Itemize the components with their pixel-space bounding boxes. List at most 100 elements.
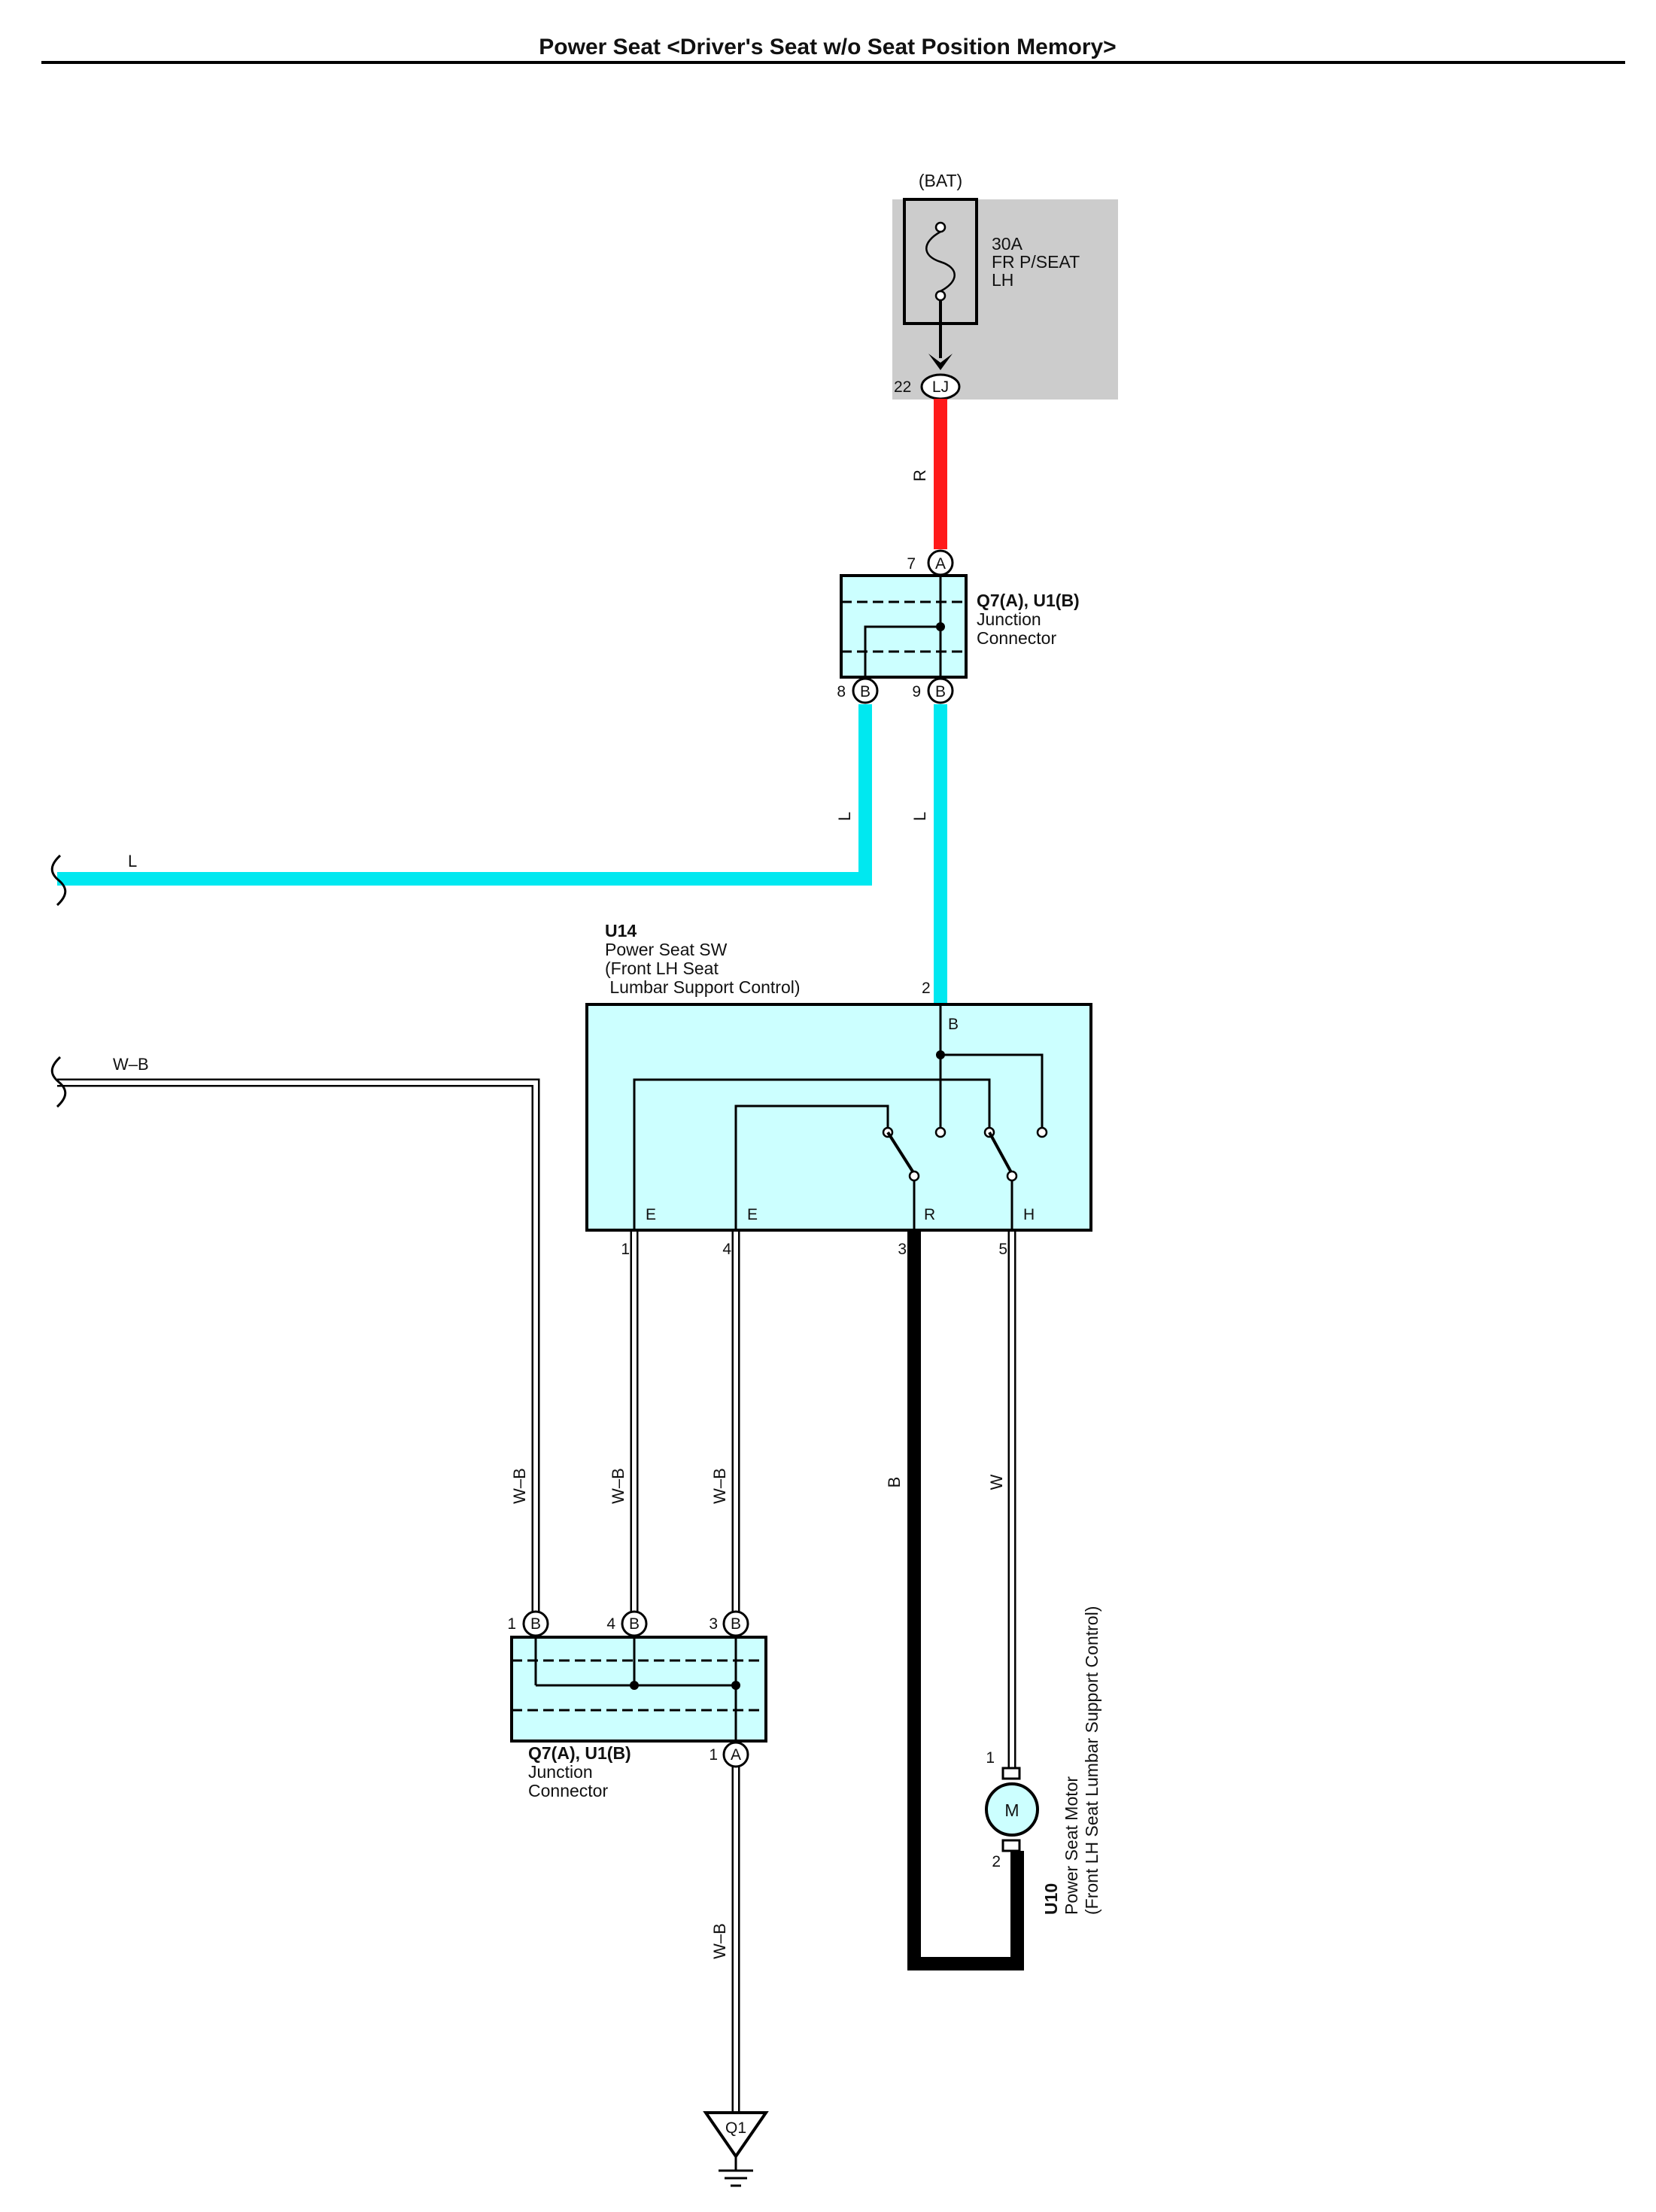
junction-bottom-splice [630,1681,639,1690]
junction-top-pin-conn: A [935,555,946,573]
black-wire-label: B [885,1477,904,1488]
junction-top-pin-number: 9 [912,683,921,700]
fuse-terminal-bottom [934,290,947,302]
white-wire-label: W [987,1474,1006,1490]
junction-bottom-label-line2: Junction [528,1762,593,1782]
switch-code: U14 [605,921,637,940]
switch-blade-r [886,1131,916,1175]
junction-bottom-pin-conn: B [731,1615,741,1633]
fuse-rating: 30A [992,234,1023,254]
switch-pin-number: 4 [722,1241,731,1258]
junction-top-pin-number: 8 [837,683,846,700]
wire-break-icon [50,854,67,907]
power-seat-switch: U14 Power Seat SW (Front LH Seat Lumbar … [585,921,1092,1258]
junction-bottom-pin-conn: A [731,1746,741,1764]
motor-pin-top: 1 [986,1749,995,1767]
junction-bottom-pin-number: 1 [507,1615,516,1633]
switch-contact [934,1126,947,1138]
junction-bottom-body [510,1636,767,1743]
switch-bus-splice [936,1050,945,1059]
junction-top-branch [864,625,940,677]
fuse-name-line1: FR P/SEAT [992,252,1080,272]
junction-top-pin-number: 7 [907,555,916,573]
wb-wire-far-left-core [57,1080,538,1618]
fuse-connector-label: LJ [932,378,949,396]
junction-top-splice [936,622,945,631]
wb-horizontal-label: W–B [113,1055,149,1074]
motor-code: U10 [1041,1883,1061,1915]
fuse-name-line2: LH [992,270,1013,290]
switch-e-line-inner [734,1104,889,1229]
wb-far-left-label: W–B [510,1468,529,1504]
junction-bottom-pin-number: 3 [709,1615,718,1633]
fuse-icon [925,230,956,293]
junction-bottom-pin-circle [522,1610,549,1637]
junction-top-label-line3: Connector [977,628,1056,648]
switch-pivot-h [1006,1170,1018,1182]
motor-symbol: M [1004,1800,1019,1820]
junction-bottom-pin-circle [722,1610,749,1637]
junction-connector-bottom: 1 B 4 B 3 B 1 A Q7(A), U1(B) Junction Co… [507,1610,767,1800]
black-wire [907,1229,1024,1970]
ground-label: Q1 [725,2119,746,2137]
fuse-pin-number: 22 [894,378,911,396]
wb-pin1-label: W–B [609,1468,627,1504]
wb-pin4-label: W–B [710,1468,729,1504]
motor-brush-bottom [1001,1839,1021,1852]
switch-top-terminal: B [948,1016,959,1033]
motor-pin-bottom: 2 [992,1853,1001,1870]
switch-name-line3: Lumbar Support Control) [605,977,801,997]
switch-name-line2: (Front LH Seat [605,959,719,978]
switch-terminal-name: H [1023,1206,1035,1223]
wire-break-icon [50,1056,67,1108]
junction-top-label-line2: Junction [977,609,1041,629]
junction-bottom-label-line1: Q7(A), U1(B) [528,1743,631,1763]
switch-contact [1036,1126,1048,1138]
switch-pivot-r [908,1170,920,1182]
ground-triangle [703,2111,769,2159]
junction-bottom-pin-circle [621,1610,648,1637]
switch-blade-h [988,1132,1013,1174]
switch-body [585,1003,1092,1232]
blue-wire-left [57,704,872,886]
junction-connector-top: Q7(A), U1(B) Junction Connector 7 A 8 B … [837,549,1080,704]
junction-bottom-splice [731,1681,740,1690]
red-wire-label: R [910,469,929,482]
page-title: Power Seat <Driver's Seat w/o Seat Posit… [539,35,1116,59]
fuse-terminal-top [934,221,947,233]
junction-top-pin-circle [927,549,954,576]
switch-top-pin: 2 [922,980,931,997]
switch-terminal-name: E [646,1206,656,1223]
wb-wire-far-left [57,1078,540,1618]
fuse-output-arrow-icon [928,354,953,370]
junction-bottom-pin-number: 1 [709,1746,718,1764]
fuse-block: (BAT) 30A FR P/SEAT LH 22 LJ [892,171,1118,400]
switch-pin-number: 1 [621,1241,630,1258]
switch-terminal-name: R [924,1206,935,1223]
blue-wire-right-label: L [910,812,929,821]
junction-bottom-pin-number: 4 [606,1615,615,1633]
junction-top-pin-circle [927,677,954,704]
switch-terminal-name: E [747,1206,758,1223]
junction-top-label-line1: Q7(A), U1(B) [977,591,1080,610]
junction-bottom-label-line3: Connector [528,1781,608,1800]
motor-name-line1: Power Seat Motor [1062,1776,1081,1915]
wb-ground-label: W–B [710,1923,729,1959]
power-seat-motor: M 1 2 U10 Power Seat Motor (Front LH Sea… [985,1606,1101,1915]
junction-bottom-pin-conn: B [530,1615,541,1633]
junction-bottom-pin-circle [722,1741,749,1768]
switch-pin-number: 5 [998,1241,1007,1258]
junction-top-pin-conn: B [860,683,871,700]
switch-bus-b-branch [940,1053,1044,1127]
blue-wire-left-label: L [835,812,854,821]
ground-point: Q1 [703,2111,769,2187]
blue-wire-horizontal-label: L [128,852,137,871]
switch-e-line-outer [633,1078,991,1229]
motor-icon [985,1782,1039,1837]
junction-top-pin-conn: B [935,683,946,700]
switch-pin-number: 3 [898,1241,907,1258]
motor-brush-top [1001,1767,1021,1780]
switch-name-line1: Power Seat SW [605,940,728,959]
fuse-source: (BAT) [919,171,962,190]
